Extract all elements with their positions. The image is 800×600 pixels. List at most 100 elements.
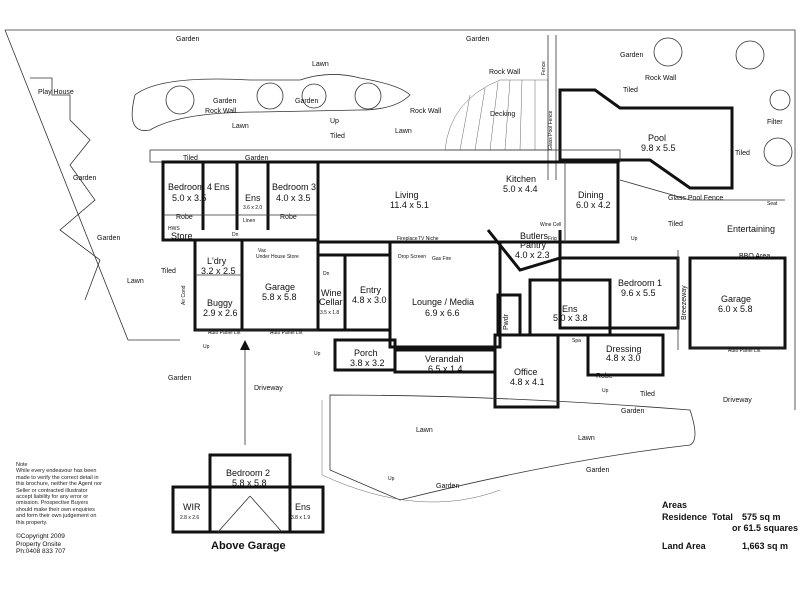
label-spa: Spa [572,338,581,344]
room-name-dressing: Dressing [606,344,642,354]
copyright-line1: ©Copyright 2009 [16,533,65,540]
label-garden-bed: Garden [213,98,236,105]
disclaimer-note: Note While every endeavour has been made… [16,462,104,526]
label-tiled-office: Tiled [640,391,655,398]
label-linen: Linen [243,218,255,224]
label-under-house-store: Under House Store [256,254,299,260]
areas-land-label: Land Area [662,541,706,551]
label-above-garage: Above Garage [211,540,286,552]
areas-total-label: Total [712,512,733,522]
label-garden-left-2: Garden [97,235,120,242]
room-name-lounge: Lounge / Media [412,297,474,307]
label-tiled-bedroom: Tiled [183,155,198,162]
room-dims-bedroom3: 4.0 x 3.5 [276,193,311,203]
room-name-office: Office [514,367,537,377]
room-name-bedroom3: Bedroom 3 [272,182,316,192]
label-rock-wall-left: Rock Wall [205,108,237,115]
room-name-wir: WIR [183,502,201,512]
label-lawn-front: Lawn [416,427,433,434]
room-name-butlers-2: Pantry [520,240,547,250]
label-garden-top-mid: Garden [466,36,489,43]
label-tiled-right: Tiled [668,221,683,228]
room-name-ens-b: Ens [245,193,261,203]
room-name-store: Store [171,231,193,241]
front-garden-path [321,400,501,503]
label-robe-bed3: Robe [280,214,297,221]
room-dims-butlers: 4.0 x 2.3 [515,250,550,260]
label-tiled-pool: Tiled [623,87,638,94]
room-name-dining: Dining [578,190,604,200]
label-filter: Filter [767,119,783,126]
glass-pool-fence [619,179,691,201]
note-heading: Note [16,462,28,468]
label-auto-panel-lift-3: Auto Panel Lift [728,348,761,354]
label-auto-panel-lift-1: Auto Panel Lift [208,330,241,336]
room-dims-entry: 4.8 x 3.0 [352,295,387,305]
decking-stairs [444,79,549,151]
label-wine-cell: Wine Cell [540,222,561,228]
label-seat: Seat [767,201,778,207]
label-garden-top-right: Garden [620,52,643,59]
label-up-porch: Up [314,351,321,357]
label-driveway-right: Driveway [723,397,752,404]
label-decking: Decking [490,111,515,118]
tiled-terrace [149,149,621,163]
room-name-living: Living [395,190,419,200]
label-fireplace: Fireplace [397,236,418,242]
label-tiled-pool-right: Tiled [735,150,750,157]
main-house-walls [161,160,680,409]
room-name-ldry: L'dry [207,256,227,266]
site-boundary-left [4,29,129,341]
room-name-wine: Wine [321,288,342,298]
label-garden-front-right: Garden [586,467,609,474]
label-breezeway: Breezeway [681,285,688,320]
room-dims-buggy: 2.9 x 2.6 [203,308,238,318]
label-bbq-area: BBQ Area [739,253,770,260]
room-dims-ens-master: 5.0 x 3.8 [553,313,588,323]
label-lawn-right: Lawn [395,128,412,135]
room-name-butlers: Butlers [520,231,549,241]
front-lawn-edge [329,394,696,501]
areas-residence-label: Residence [662,512,708,522]
pool-outline [558,88,734,190]
room-name-entry: Entry [360,285,382,295]
label-lawn-front-right: Lawn [578,435,595,442]
room-dims-dining: 6.0 x 4.2 [576,200,611,210]
label-play-house: Play House [38,89,74,96]
room-name-bedroom2: Bedroom 2 [226,468,270,478]
room-dims-garage-main: 5.8 x 5.8 [262,292,297,302]
label-vac: Vac [258,248,267,254]
trees [165,37,793,167]
rock-wall-garden-bed [131,74,411,131]
label-driveway-left: Driveway [254,385,283,392]
play-house-outline [30,77,101,301]
label-dn-wine: Dn [323,271,330,277]
note-body: While every endeavour has been made to v… [16,468,102,526]
room-name-wine-2: Cellar [319,297,343,307]
label-tv-niche: TV Niche [418,236,439,242]
room-name-kitchen: Kitchen [506,174,536,184]
label-dn-laundry: Dn [232,232,239,238]
above-garage-plan [171,453,325,534]
label-up-front: Up [388,476,395,482]
room-dims-bedroom2: 5.8 x 5.8 [232,478,267,488]
room-dims-wir: 2.8 x 2.6 [180,515,199,521]
room-dims-garage-right: 6.0 x 5.8 [718,304,753,314]
label-garden-top-left: Garden [176,36,199,43]
copyright-line3: Ph:0408 833 707 [16,548,66,555]
room-dims-bedroom4: 5.0 x 3.5 [172,193,207,203]
room-dims-living: 11.4 x 5.1 [390,200,429,210]
room-name-pool: Pool [648,133,666,143]
copyright-line2: Property Onsite [16,540,62,548]
label-garden-office: Garden [621,408,644,415]
room-name-bedroom4: Bedroom 4 [168,182,212,192]
room-dims-dressing: 4.8 x 3.0 [606,353,641,363]
room-name-buggy: Buggy [207,298,233,308]
label-auto-panel-lift-2: Auto Panel Lift [270,330,303,336]
label-up-top: Up [330,118,339,125]
label-rock-wall-right: Rock Wall [645,75,677,82]
label-up-entertaining: Up [631,236,638,242]
room-labels: Bedroom 4 5.0 x 3.5 Ens Ens 3.6 x 2.0 Be… [168,133,753,521]
